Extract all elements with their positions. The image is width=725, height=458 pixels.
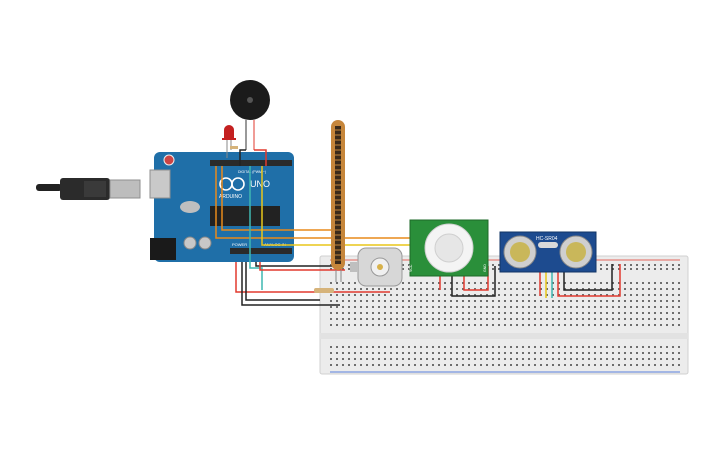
wire-black [241, 262, 340, 306]
resistor-icon [230, 146, 238, 149]
pir-sensor[interactable]: VCC GND [409, 219, 489, 277]
buzzer-icon[interactable] [230, 80, 270, 150]
usb-cable-icon [36, 178, 141, 200]
digital-pins-label: DIGITAL (PWM ~) [238, 170, 266, 174]
wire-black [255, 262, 340, 267]
wire-black [245, 262, 320, 301]
led-icon[interactable] [222, 125, 238, 158]
power-pins-label: POWER [232, 242, 247, 247]
usb-port [149, 169, 171, 199]
wire-black [239, 149, 246, 166]
pir-pin-label: GND [483, 264, 487, 272]
ultrasonic-sensor[interactable]: HC-SR04 [499, 231, 597, 273]
arduino-brand-label: ARDUINO [219, 194, 242, 200]
power-analog-header [230, 248, 292, 254]
wire-red [235, 262, 390, 293]
flex-sensor-icon[interactable] [331, 120, 345, 282]
ultrasonic-label: HC-SR04 [536, 236, 558, 242]
wire-yellow [261, 166, 410, 246]
dc-motor-icon[interactable] [350, 247, 403, 287]
wire-orange [215, 166, 410, 239]
wire-orange [221, 166, 335, 231]
pir-pin-label: VCC [409, 264, 413, 272]
capacitor [183, 236, 197, 250]
power-jack [150, 238, 176, 260]
arduino-model-label: UNO [250, 179, 270, 189]
digital-header [210, 160, 292, 166]
breadboard[interactable] [319, 255, 689, 375]
wire-red [259, 262, 345, 271]
wires [215, 149, 621, 306]
reset-button[interactable] [163, 154, 175, 166]
microcontroller-chip [210, 206, 280, 226]
wire-red [254, 149, 267, 166]
crystal [180, 201, 200, 213]
capacitor [198, 236, 212, 250]
wire-teal [249, 166, 263, 290]
resistor-icon[interactable] [314, 288, 334, 293]
